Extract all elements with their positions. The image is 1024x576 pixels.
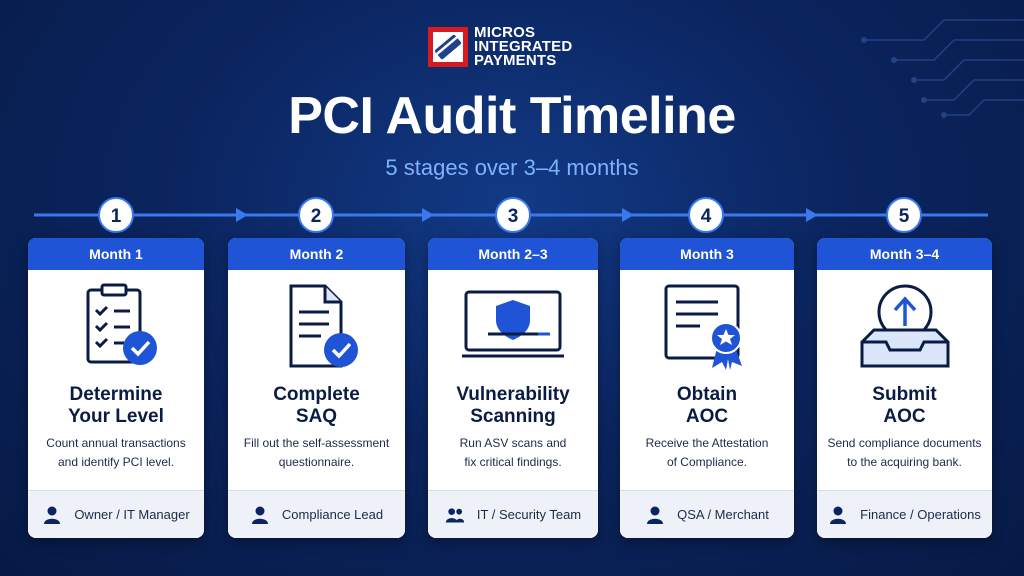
step-number: 1 <box>111 206 122 227</box>
step-marker-3: 3 <box>495 197 531 233</box>
stage-card-2: Month 2 Complete SAQ Fill out the self-a… <box>228 238 405 538</box>
timeline-arrow <box>806 208 818 222</box>
step-number: 3 <box>508 206 519 227</box>
certificate-icon <box>664 284 742 370</box>
brand-line-1: MICROS <box>474 24 536 41</box>
stage-title: Obtain AOC <box>676 384 738 427</box>
brand-logo-icon <box>428 27 468 67</box>
stage-month: Month 3–4 <box>817 238 992 270</box>
stage-title: Vulnerability Scanning <box>456 384 570 427</box>
brand-line-2: INTEGRATED <box>474 38 573 55</box>
stage-owner-label: Owner / IT Manager <box>74 507 190 522</box>
step-marker-1: 1 <box>98 197 134 233</box>
stage-description: Fill out the self-assessment questionnai… <box>243 436 390 469</box>
timeline-arrow <box>622 208 634 222</box>
stage-card-1: Month 1 Determine Your Level Count annua… <box>28 238 204 538</box>
person-icon <box>251 506 268 524</box>
stage-owner-label: Finance / Operations <box>860 507 981 522</box>
person-icon <box>830 506 847 524</box>
stage-owner-label: IT / Security Team <box>476 507 582 522</box>
document-check-icon <box>289 284 358 368</box>
page-title: PCI Audit Timeline <box>288 87 736 145</box>
stage-card-4: Month 3 Obtain AOC Receive the Attestati… <box>620 238 794 538</box>
stage-description: Run ASV scans and fix critical findings. <box>459 436 567 469</box>
stage-card-3: Month 2–3 Vulnerability Scanning Run ASV… <box>428 238 598 538</box>
brand-logo: MICROS INTEGRATED PAYMENTS <box>427 24 573 69</box>
stage-owner: IT / Security Team <box>428 490 598 538</box>
stage-title: Determine Your Level <box>68 384 164 427</box>
person-icon <box>44 506 61 524</box>
stage-title: Submit AOC <box>872 384 937 427</box>
page-subtitle: 5 stages over 3–4 months <box>385 155 639 180</box>
stage-month: Month 3 <box>620 238 794 270</box>
step-marker-2: 2 <box>298 197 334 233</box>
stage-owner: QSA / Merchant <box>620 490 794 538</box>
stage-owner: Finance / Operations <box>817 490 992 538</box>
stage-month: Month 2–3 <box>428 238 598 270</box>
step-marker-5: 5 <box>886 197 922 233</box>
monitor-shield-icon <box>462 290 564 358</box>
stage-owner: Owner / IT Manager <box>28 490 204 538</box>
clipboard-check-icon <box>86 283 157 365</box>
stage-owner-label: QSA / Merchant <box>677 507 769 522</box>
timeline-arrow <box>236 208 248 222</box>
stage-description: Receive the Attestation of Compliance. <box>645 436 769 469</box>
stage-owner: Compliance Lead <box>228 490 405 538</box>
stage-title: Complete SAQ <box>273 384 360 427</box>
timeline: 1 2 3 4 5 <box>34 197 988 233</box>
person-icon <box>647 506 664 524</box>
stage-month: Month 2 <box>228 238 405 270</box>
step-marker-4: 4 <box>688 197 724 233</box>
step-number: 5 <box>899 206 910 227</box>
circuit-decoration <box>861 19 1024 118</box>
upload-tray-icon <box>860 284 949 368</box>
stage-description: Count annual transactions and identify P… <box>46 436 186 469</box>
timeline-arrow <box>422 208 434 222</box>
step-number: 4 <box>701 206 712 227</box>
people-icon <box>445 507 465 522</box>
stage-owner-label: Compliance Lead <box>281 507 384 522</box>
brand-line-3: PAYMENTS <box>474 52 557 69</box>
stage-description: Send compliance documents to the acquiri… <box>827 436 982 469</box>
step-number: 2 <box>311 206 322 227</box>
stage-card-5: Month 3–4 Submit AOC Send compliance doc… <box>817 238 992 538</box>
stage-month: Month 1 <box>28 238 204 270</box>
